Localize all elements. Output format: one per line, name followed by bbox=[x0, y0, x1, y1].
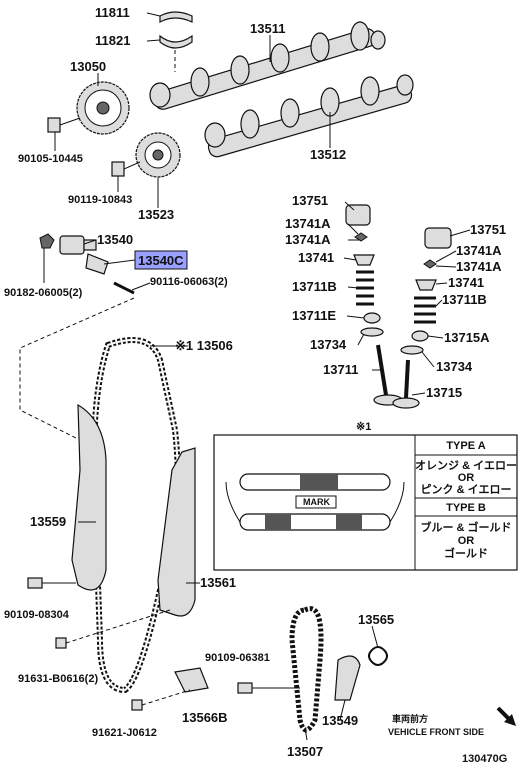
valve-seal-left bbox=[363, 312, 381, 324]
inset-type-a-or: OR bbox=[458, 472, 475, 484]
label-91621: 91621-J0612 bbox=[92, 727, 157, 739]
chain-tensioner bbox=[59, 235, 97, 255]
spring-retainer-left bbox=[353, 254, 375, 266]
label-13566B: 13566B bbox=[182, 710, 228, 725]
bolt-91621 bbox=[131, 689, 191, 711]
tensioner-gasket bbox=[85, 253, 109, 275]
label-90119: 90119-10843 bbox=[68, 194, 132, 206]
bearing-cap-lower bbox=[159, 34, 193, 49]
bolt-90105 bbox=[47, 117, 81, 133]
vvt-sprocket bbox=[76, 81, 130, 135]
bolt-90109-a bbox=[27, 577, 76, 589]
camshaft-intake bbox=[149, 21, 386, 110]
label-13711B-left: 13711B bbox=[292, 279, 337, 294]
nut-90182 bbox=[39, 233, 55, 249]
tensioner-spring bbox=[368, 646, 388, 666]
front-direction-arrow bbox=[496, 706, 516, 726]
label-90116: 90116-06063(2) bbox=[150, 276, 228, 288]
inset-type-a-line1: オレンジ & イエロー bbox=[415, 459, 517, 472]
front-side-jp: 車両前方 bbox=[392, 713, 428, 724]
bearing-cap-upper bbox=[159, 11, 193, 23]
stud-90116 bbox=[113, 281, 135, 295]
spring-seat-right bbox=[400, 345, 424, 355]
label-13511: 13511 bbox=[250, 21, 285, 36]
inset-type-b-or: OR bbox=[458, 535, 475, 547]
label-13751-left: 13751 bbox=[292, 193, 328, 208]
bolt-91631 bbox=[55, 609, 171, 649]
bolt-90119 bbox=[111, 161, 141, 177]
label-13565: 13565 bbox=[358, 612, 394, 627]
chain-link-strip-bottom bbox=[239, 513, 391, 531]
label-91631: 91631-B0616(2) bbox=[18, 673, 98, 685]
label-13523: 13523 bbox=[138, 207, 174, 222]
label-11821: 11821 bbox=[95, 33, 130, 48]
inset-mark-label: MARK bbox=[303, 497, 330, 507]
label-13540C-highlighted[interactable]: 13540C bbox=[138, 253, 184, 268]
inset-type-a-line2: ピンク & イエロー bbox=[421, 483, 512, 496]
label-13711: 13711 bbox=[323, 362, 358, 377]
label-13741A-right-2: 13741A bbox=[456, 259, 502, 274]
label-13734-left: 13734 bbox=[310, 337, 347, 352]
valve-spring-right bbox=[414, 296, 436, 324]
chain-tensioner-plate bbox=[334, 655, 361, 701]
label-13751-right: 13751 bbox=[470, 222, 506, 237]
valve-seal-right bbox=[411, 330, 429, 342]
label-13741-left: 13741 bbox=[298, 250, 334, 265]
leader-lines bbox=[43, 12, 471, 741]
label-13741-right: 13741 bbox=[448, 275, 484, 290]
front-side-en: VEHICLE FRONT SIDE bbox=[388, 727, 484, 737]
intake-valve bbox=[373, 344, 403, 406]
inset-type-a: TYPE A bbox=[446, 440, 485, 452]
label-13559: 13559 bbox=[30, 514, 66, 529]
label-13715A: 13715A bbox=[444, 330, 490, 345]
label-13715: 13715 bbox=[426, 385, 462, 400]
valve-keeper-right bbox=[423, 259, 437, 269]
label-13050: 13050 bbox=[70, 59, 106, 74]
spring-retainer-right bbox=[415, 279, 437, 291]
label-13507: 13507 bbox=[287, 744, 323, 759]
inset-type-b-line2: ゴールド bbox=[444, 546, 488, 560]
chain-vibration-damper bbox=[157, 447, 196, 617]
label-13512: 13512 bbox=[310, 147, 346, 162]
label-13711B-right: 13711B bbox=[442, 292, 487, 307]
label-13741A-left-1: 13741A bbox=[285, 216, 331, 231]
chain-damper-13566B bbox=[174, 667, 209, 693]
label-13741A-left-2: 13741A bbox=[285, 232, 331, 247]
label-90109-06381: 90109-06381 bbox=[205, 652, 270, 664]
exhaust-sprocket bbox=[135, 132, 181, 178]
valve-spring-left bbox=[356, 270, 374, 306]
chain-link-strip-top bbox=[239, 473, 391, 491]
label-90182: 90182-06005(2) bbox=[4, 287, 83, 299]
label-90105: 90105-10445 bbox=[18, 153, 83, 165]
inset-ref: ※1 bbox=[356, 421, 371, 433]
label-13711E: 13711E bbox=[292, 308, 336, 323]
bolt-90109-b bbox=[237, 682, 300, 694]
chain-slipper bbox=[71, 403, 107, 591]
chain-mark-inset bbox=[213, 434, 518, 571]
label-13549: 13549 bbox=[322, 713, 358, 728]
label-13540: 13540 bbox=[97, 232, 133, 247]
oil-pump-chain bbox=[289, 606, 324, 733]
exhaust-valve bbox=[392, 359, 420, 409]
valve-lifter-left bbox=[345, 204, 371, 226]
inset-type-b-line1: ブルー & ゴールド bbox=[420, 520, 511, 534]
label-13734-right: 13734 bbox=[436, 359, 473, 374]
spring-seat-left bbox=[360, 327, 384, 337]
diagram-id: 130470G bbox=[462, 753, 507, 765]
label-13561: 13561 bbox=[200, 575, 236, 590]
label-11811: 11811 bbox=[95, 5, 130, 20]
label-90109-08304: 90109-08304 bbox=[4, 609, 70, 621]
label-13506: ※1 13506 bbox=[175, 338, 233, 353]
label-13741A-right-1: 13741A bbox=[456, 243, 502, 258]
inset-type-b: TYPE B bbox=[446, 502, 486, 514]
valve-lifter-right bbox=[424, 227, 452, 249]
camshaft-exhaust bbox=[204, 74, 414, 158]
